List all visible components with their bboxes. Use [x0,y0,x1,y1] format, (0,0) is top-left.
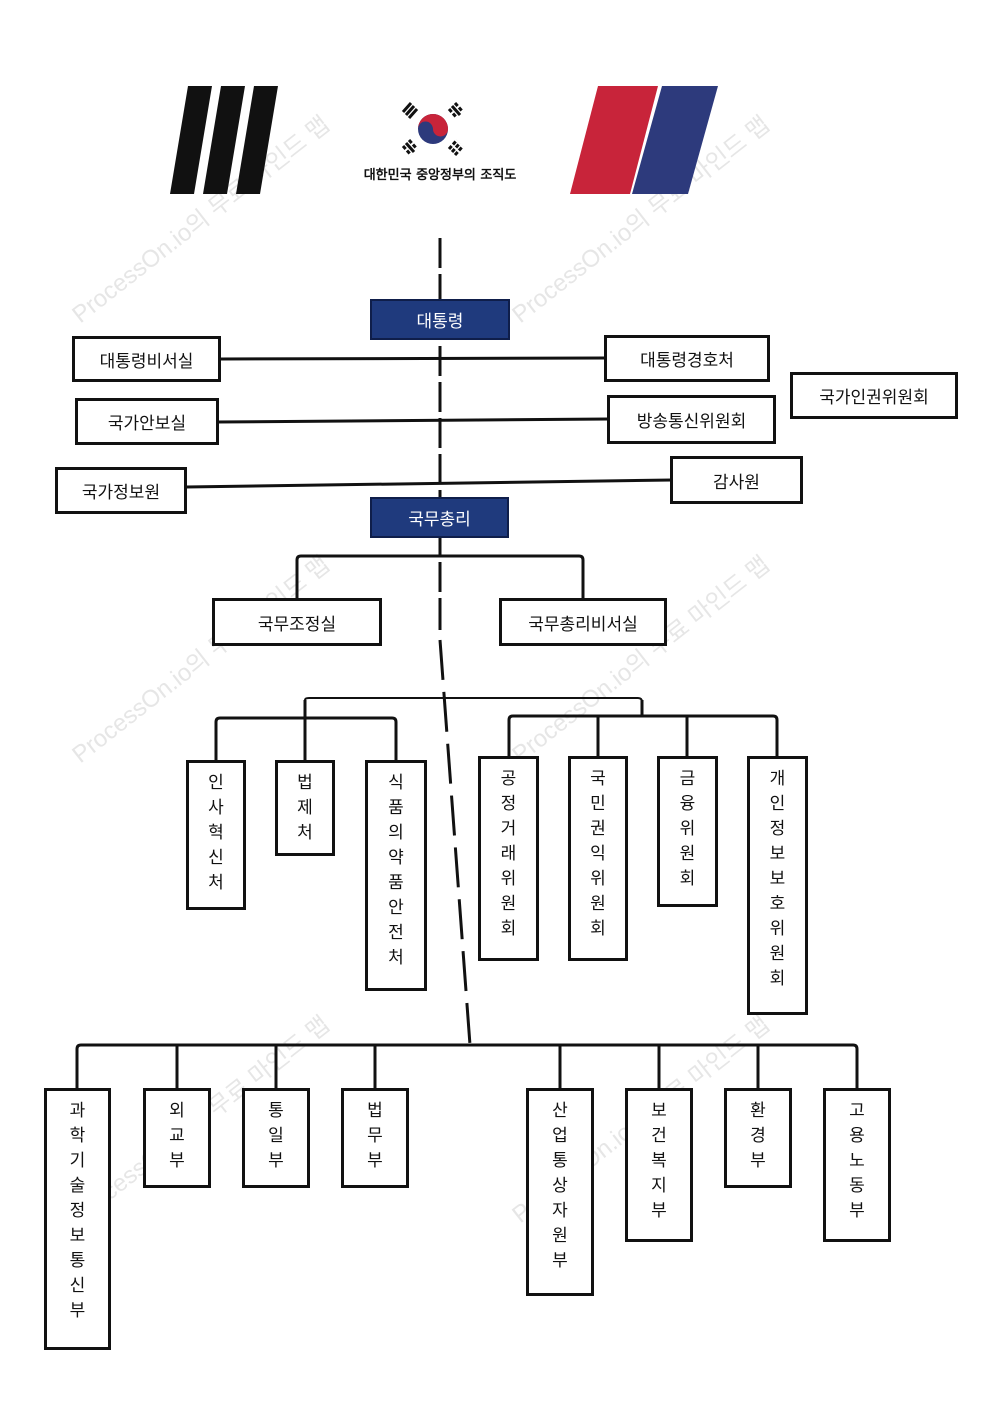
red-blue-stripes-logo [570,86,718,194]
agency-label: 법 제 처 [297,773,313,843]
agency-label: 인 사 혁 신 처 [208,773,224,893]
ministry-box: 외 교 부 [143,1088,211,1188]
agency-box: 식 품 의 약 품 안 전 처 [365,760,427,991]
presidential-secretariat-box: 대통령비서실 [72,336,221,382]
commission-box: 금 융 위 원 회 [657,756,718,907]
ministry-box: 환 경 부 [724,1088,792,1188]
commission-box: 공 정 거 래 위 원 회 [478,756,539,961]
broadcasting-commission-box: 방송통신위원회 [607,395,776,444]
ministry-box: 고 용 노 동 부 [823,1088,891,1242]
commission-label: 공 정 거 래 위 원 회 [500,769,517,939]
ministry-label: 법 무 부 [367,1101,383,1171]
commission-label: 금 융 위 원 회 [679,769,696,889]
korean-flag-emblem [401,102,465,156]
agency-box: 법 제 처 [275,760,335,856]
ministry-label: 환 경 부 [750,1101,766,1171]
agency-box: 인 사 혁 신 처 [186,760,246,910]
ministry-label: 보 건 복 지 부 [651,1101,667,1221]
ministry-label: 산 업 통 상 자 원 부 [552,1101,568,1271]
ministry-box: 과 학 기 술 정 보 통 신 부 [44,1088,111,1350]
commission-label: 국 민 권 익 위 원 회 [590,769,606,939]
ministry-label: 고 용 노 동 부 [849,1101,865,1221]
presidential-security-box: 대통령경호처 [604,335,770,382]
prime-minister-box: 국무총리 [370,497,509,538]
commission-box: 개 인 정 보 보 호 위 원 회 [747,756,808,1015]
ministry-label: 통 일 부 [268,1101,284,1171]
board-of-audit-box: 감사원 [670,456,803,504]
intelligence-service-box: 국가정보원 [55,467,187,514]
ministry-box: 산 업 통 상 자 원 부 [526,1088,594,1296]
human-rights-commission-box: 국가인권위원회 [790,372,958,419]
chart-caption: 대한민국 중앙정부의 조직도 [363,168,517,183]
commission-box: 국 민 권 익 위 원 회 [568,756,628,961]
ministry-box: 법 무 부 [341,1088,409,1188]
commission-label: 개 인 정 보 보 호 위 원 회 [769,769,786,989]
agency-label: 식 품 의 약 품 안 전 처 [388,773,404,968]
national-security-office-box: 국가안보실 [75,398,219,445]
black-stripes-logo [170,86,278,194]
pm-secretariat-box: 국무총리비서실 [499,598,667,646]
president-box: 대통령 [370,299,510,340]
ministry-label: 과 학 기 술 정 보 통 신 부 [69,1101,86,1321]
ministry-box: 보 건 복 지 부 [625,1088,693,1242]
policy-coordination-box: 국무조정실 [212,598,382,646]
ministry-box: 통 일 부 [242,1088,310,1188]
ministry-label: 외 교 부 [169,1101,185,1171]
